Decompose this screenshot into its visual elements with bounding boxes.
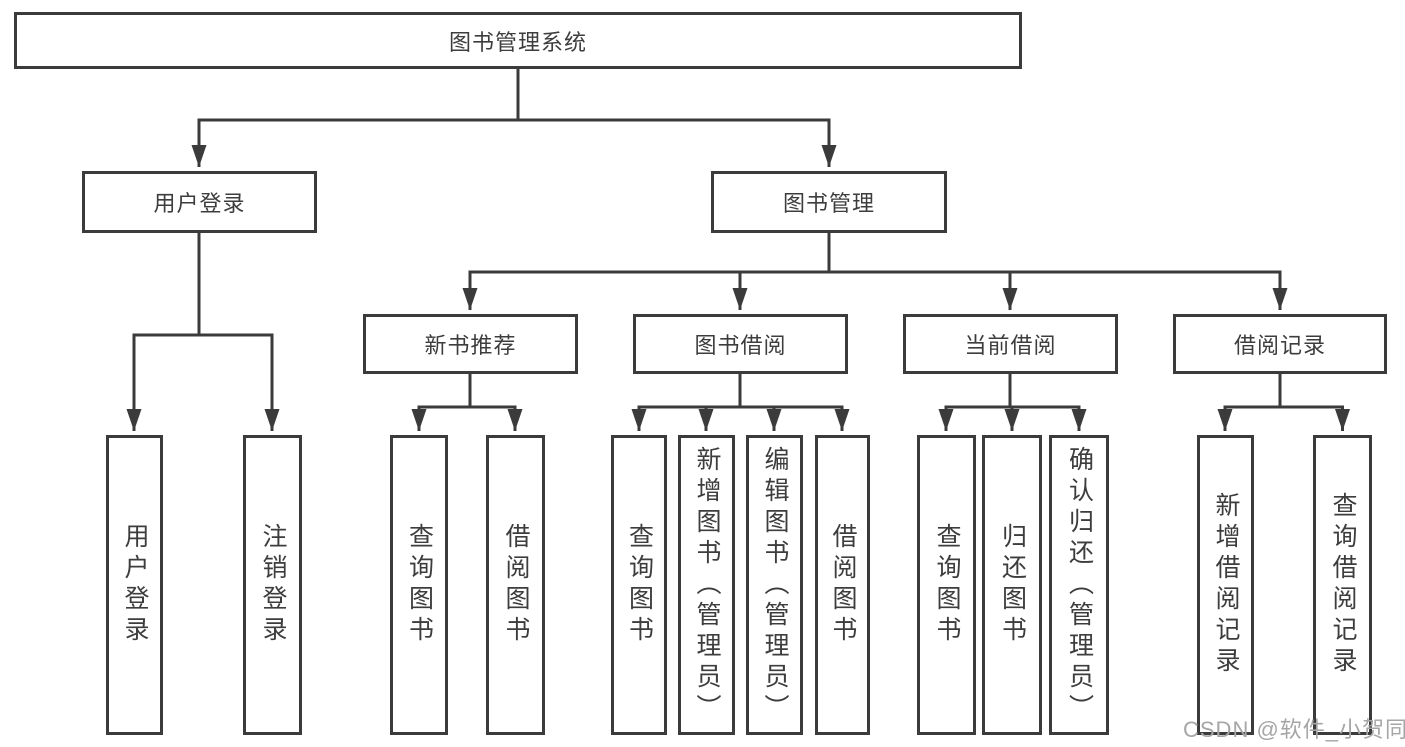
leaf-edit-book-admin: 编辑图书（管理员） (746, 435, 803, 735)
node-root-library-system: 图书管理系统 (14, 12, 1022, 69)
leaf-confirm-return-admin: 确认归还（管理员） (1049, 435, 1109, 735)
leaf-query-book-borrow: 查询图书 (611, 435, 667, 735)
node-new-book-recommendation: 新书推荐 (363, 314, 578, 374)
node-book-borrowing: 图书借阅 (633, 314, 848, 374)
leaf-query-borrow-record: 查询借阅记录 (1313, 435, 1372, 735)
edge-book-borrow-to-leaves (631, 374, 850, 431)
leaf-query-book-current: 查询图书 (917, 435, 976, 735)
edge-root-to-level2 (191, 69, 837, 167)
edge-current-borrow-to-leaves (938, 374, 1087, 431)
edge-new-book-to-leaves (411, 374, 523, 431)
node-borrowing-records: 借阅记录 (1173, 314, 1387, 374)
node-current-borrowing: 当前借阅 (903, 314, 1118, 374)
leaf-add-borrow-record: 新增借阅记录 (1197, 435, 1254, 735)
leaf-return-book: 归还图书 (982, 435, 1042, 735)
leaf-query-book-newbook: 查询图书 (390, 435, 448, 735)
leaf-borrow-book-borrow: 借阅图书 (815, 435, 870, 735)
leaf-add-book-admin: 新增图书（管理员） (678, 435, 735, 735)
edge-user-login-to-leaves (126, 233, 280, 431)
node-book-management: 图书管理 (711, 171, 947, 233)
node-user-login: 用户登录 (82, 171, 317, 233)
leaf-logout: 注销登录 (243, 435, 302, 735)
leaf-user-login: 用户登录 (106, 435, 163, 735)
edge-book-mgmt-to-level3 (462, 233, 1288, 310)
edge-borrow-record-to-leaves (1217, 374, 1350, 431)
csdn-watermark: CSDN @软件_小贺同学 (1183, 717, 1405, 742)
leaf-borrow-book-newbook: 借阅图书 (486, 435, 545, 735)
